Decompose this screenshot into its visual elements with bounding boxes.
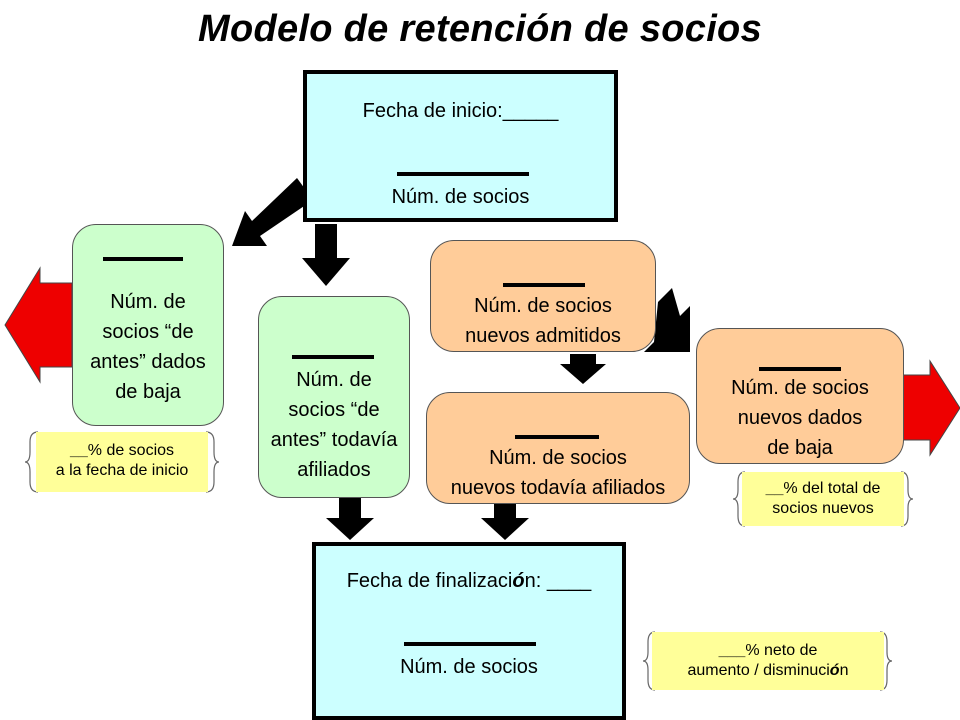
end-count-blank — [404, 642, 536, 646]
old-dropped-line-1: Núm. de — [110, 291, 186, 313]
end-count-caption: Núm. de socios — [400, 656, 538, 678]
new-admitted-blank — [503, 283, 585, 287]
old-active-line-3: antes” todavía — [270, 429, 398, 451]
note-percent-new: __% del total de socios nuevos — [742, 472, 904, 526]
start-date-box: Fecha de inicio:_____ Núm. de socios — [303, 70, 618, 222]
new-admitted-line-2: nuevos admitidos — [465, 325, 621, 347]
end-date-box: Fecha de finalización: ____ Núm. de soci… — [312, 542, 626, 720]
new-dropped-blank — [759, 367, 841, 371]
red-exit-arrow-left — [4, 266, 73, 384]
start-count-blank — [397, 172, 529, 176]
new-active-line-2: nuevos todavía afiliados — [450, 477, 666, 499]
old-members-dropped-box: Núm. de socios “de antes” dados de baja — [72, 224, 224, 426]
arrow-to-new-active — [560, 354, 606, 384]
old-active-line-1: Núm. de — [296, 369, 372, 391]
old-active-line-4: afiliados — [297, 459, 371, 481]
arrow-old-active-to-end — [326, 498, 374, 540]
new-active-line-1: Núm. de socios — [489, 447, 627, 469]
new-dropped-line-2: nuevos dados — [737, 407, 863, 429]
old-dropped-line-4: de baja — [115, 381, 181, 403]
new-admitted-line-1: Núm. de socios — [474, 295, 612, 317]
page-title: Modelo de retención de socios — [197, 8, 763, 50]
old-active-blank — [292, 355, 374, 359]
new-dropped-line-1: Núm. de socios — [731, 377, 869, 399]
new-active-blank — [515, 435, 599, 439]
old-active-line-2: socios “de — [288, 399, 380, 421]
old-dropped-blank — [103, 257, 183, 261]
old-members-active-box: Núm. de socios “de antes” todavía afilia… — [258, 296, 410, 498]
arrow-to-old-dropped — [232, 178, 313, 246]
arrow-new-active-to-end — [481, 504, 529, 540]
start-date-blank: _____ — [502, 100, 559, 122]
end-date-blank: ____ — [546, 570, 592, 592]
end-date-label: Fecha de finalizaci — [346, 570, 513, 592]
new-members-active-box: Núm. de socios nuevos todavía afiliados — [426, 392, 690, 504]
new-dropped-line-3: de baja — [767, 437, 833, 459]
red-exit-arrow-right — [901, 359, 960, 457]
arrow-to-old-active — [302, 224, 350, 286]
old-dropped-line-3: antes” dados — [90, 351, 206, 373]
start-date-label: Fecha de inicio — [362, 100, 498, 122]
note-percent-start: __% de socios a la fecha de inicio — [36, 432, 208, 492]
old-dropped-line-2: socios “de — [102, 321, 194, 343]
note-net-percent: ___% neto de aumento / disminución — [652, 632, 884, 690]
new-members-dropped-box: Núm. de socios nuevos dados de baja — [696, 328, 904, 464]
new-members-admitted-box: Núm. de socios nuevos admitidos — [430, 240, 656, 352]
start-count-caption: Núm. de socios — [391, 186, 530, 208]
